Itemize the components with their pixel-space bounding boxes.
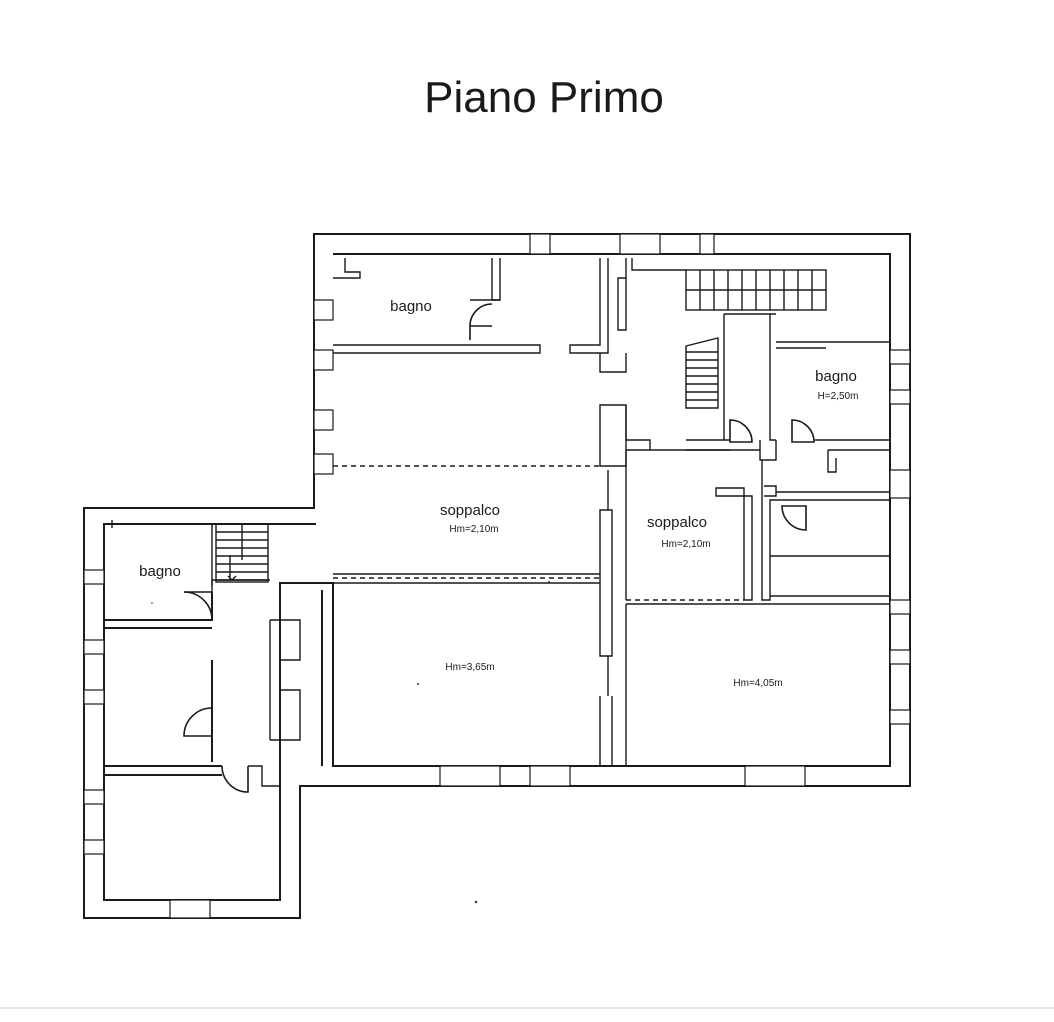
room-label: soppalco bbox=[440, 502, 500, 519]
staircase-top bbox=[685, 269, 827, 311]
room-height: Hm=2,10m bbox=[661, 539, 710, 550]
room-height: Hm=3,65m bbox=[445, 662, 494, 673]
room-label: bagno bbox=[139, 563, 181, 580]
plan-title: Piano Primo bbox=[424, 73, 664, 122]
room-label: bagno bbox=[815, 368, 857, 385]
room-label: soppalco bbox=[647, 514, 707, 531]
outer-walls bbox=[83, 233, 911, 919]
windows bbox=[83, 233, 911, 919]
interior-walls bbox=[104, 258, 891, 787]
doors bbox=[183, 303, 815, 793]
scan-speckles bbox=[151, 581, 550, 904]
mezzanine-outlines bbox=[333, 465, 890, 601]
room-height: Hm=2,10m bbox=[449, 524, 498, 535]
room-label: bagno bbox=[390, 298, 432, 315]
room-height: H=2,50m bbox=[818, 391, 859, 402]
staircase-mid bbox=[685, 337, 719, 409]
staircase-left bbox=[215, 523, 269, 583]
room-labels: bagno bagno H=2,50m bagno soppalco Hm=2,… bbox=[139, 298, 858, 689]
room-height: Hm=4,05m bbox=[733, 678, 782, 689]
